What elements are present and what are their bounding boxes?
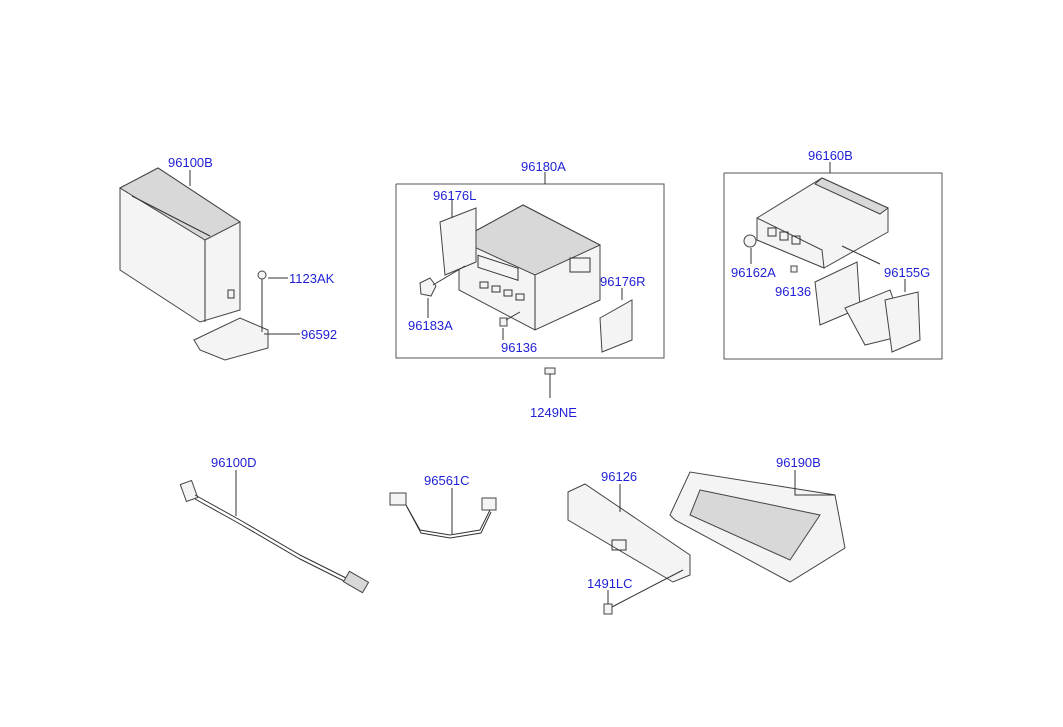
knob-small-96136-a-part[interactable] bbox=[499, 311, 521, 340]
label-1249NE[interactable]: 1249NE bbox=[530, 405, 577, 420]
bracket-right-part[interactable] bbox=[599, 288, 633, 353]
label-96100B[interactable]: 96100B bbox=[168, 155, 213, 170]
label-96162A[interactable]: 96162A bbox=[731, 265, 776, 280]
label-1491LC[interactable]: 1491LC bbox=[587, 576, 633, 591]
label-96176L[interactable]: 96176L bbox=[433, 188, 476, 203]
label-96100D[interactable]: 96100D bbox=[211, 455, 257, 470]
tray-part[interactable] bbox=[669, 470, 846, 583]
label-96160B[interactable]: 96160B bbox=[808, 148, 853, 163]
label-96155G[interactable]: 96155G bbox=[884, 265, 930, 280]
label-96561C[interactable]: 96561C bbox=[424, 473, 470, 488]
knob-96162A-part[interactable] bbox=[743, 234, 757, 264]
knob-small-96136-b-part[interactable] bbox=[790, 265, 798, 273]
bracket-96155G-part[interactable] bbox=[814, 261, 921, 353]
antenna-cable-part[interactable] bbox=[179, 470, 370, 594]
label-96592[interactable]: 96592 bbox=[301, 327, 337, 342]
assembly-frame-96180A bbox=[395, 183, 665, 359]
assembly-frame-96160B bbox=[723, 172, 943, 360]
label-96183A[interactable]: 96183A bbox=[408, 318, 453, 333]
knob-96183A-part[interactable] bbox=[419, 265, 466, 318]
label-96180A[interactable]: 96180A bbox=[521, 159, 566, 174]
label-96136-a[interactable]: 96136 bbox=[501, 340, 537, 355]
cover-part[interactable] bbox=[567, 483, 691, 615]
cd-changer-bracket-part[interactable] bbox=[193, 270, 300, 361]
label-96190B[interactable]: 96190B bbox=[776, 455, 821, 470]
label-96136-b[interactable]: 96136 bbox=[775, 284, 811, 299]
label-96176R[interactable]: 96176R bbox=[600, 274, 646, 289]
wiring-harness-part[interactable] bbox=[389, 488, 497, 539]
screw-1249NE-part[interactable] bbox=[544, 367, 556, 398]
audio-unit-96180A-part[interactable] bbox=[457, 204, 602, 331]
bracket-left-part[interactable] bbox=[439, 200, 477, 276]
audio-unit-96160B-part[interactable] bbox=[756, 177, 889, 269]
label-1123AK[interactable]: 1123AK bbox=[289, 271, 335, 286]
cd-changer-part[interactable] bbox=[118, 167, 241, 323]
label-96126[interactable]: 96126 bbox=[601, 469, 637, 484]
